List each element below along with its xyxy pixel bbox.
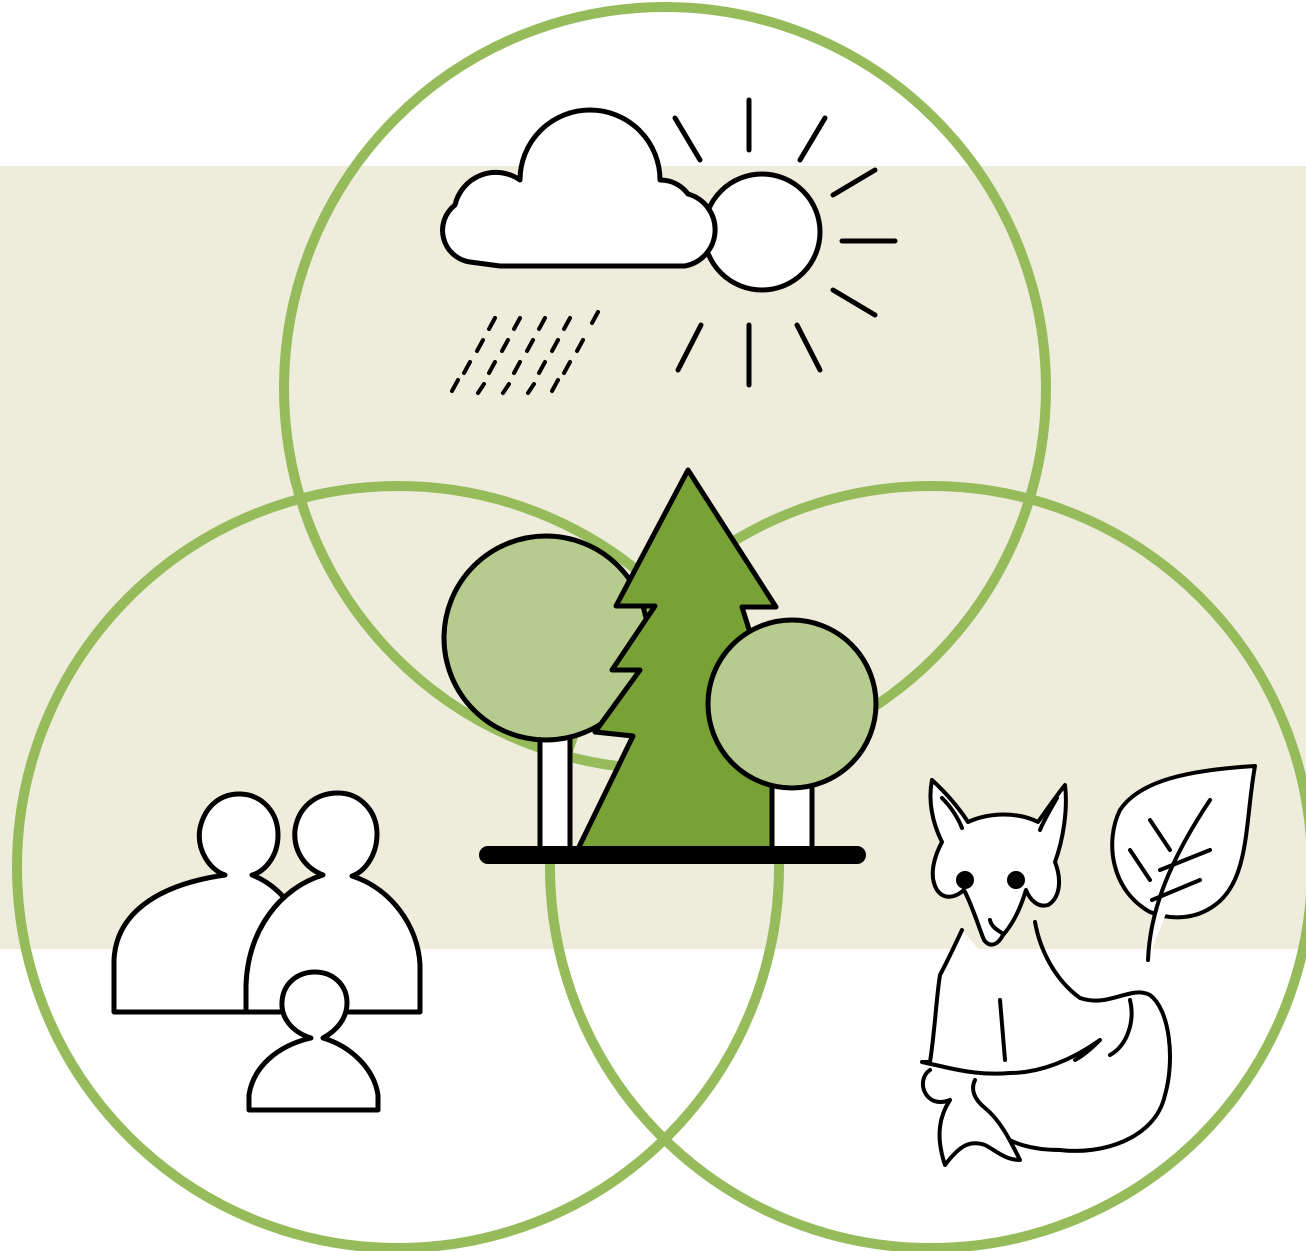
rain-icon	[450, 310, 600, 395]
fox-head	[928, 778, 1068, 947]
people-icon	[111, 790, 423, 1113]
leaf-icon	[1110, 764, 1257, 962]
fox-body	[920, 928, 1102, 1076]
cloud-icon	[440, 107, 718, 269]
tree-crown-right	[705, 617, 879, 791]
ring-right	[545, 481, 1306, 1251]
sun-icon	[672, 97, 898, 388]
tree-trunk-left	[537, 727, 573, 858]
ring-left	[12, 481, 784, 1251]
forest-icon	[441, 467, 879, 864]
person-child	[246, 969, 381, 1113]
fox-tail	[920, 1068, 1022, 1167]
fox-icon	[920, 778, 1172, 1167]
person-right	[243, 790, 423, 1015]
weather-group	[440, 97, 898, 395]
